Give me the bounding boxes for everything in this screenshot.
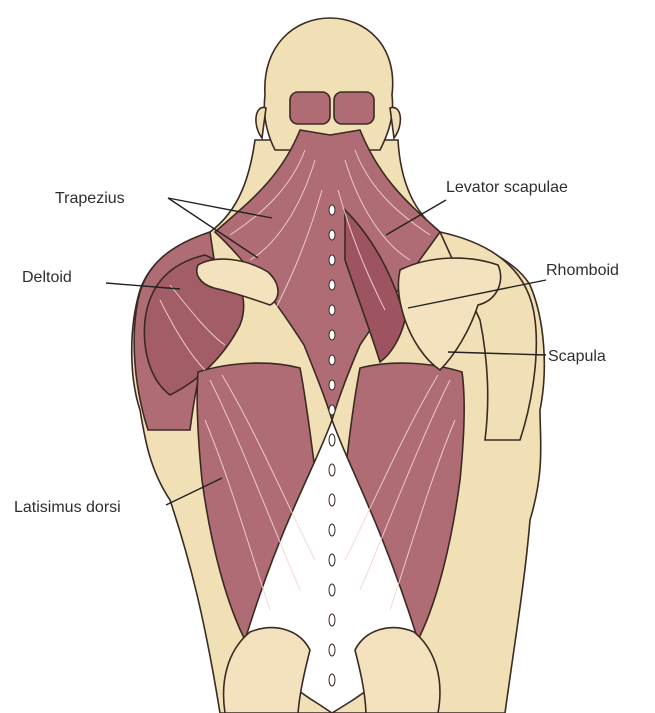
suboccipital-left <box>290 92 330 124</box>
right-ear <box>390 108 400 138</box>
suboccipital-right <box>334 92 374 124</box>
left-ear <box>256 108 266 138</box>
label-scapula: Scapula <box>548 348 606 365</box>
label-deltoid: Deltoid <box>22 269 72 286</box>
human-back-figure <box>132 18 545 713</box>
label-trapezius: Trapezius <box>55 190 125 207</box>
label-latissimus-dorsi: Latisimus dorsi <box>14 499 121 516</box>
label-levator-scapulae: Levator scapulae <box>446 179 568 196</box>
label-rhomboid: Rhomboid <box>546 262 619 279</box>
head <box>264 18 392 150</box>
